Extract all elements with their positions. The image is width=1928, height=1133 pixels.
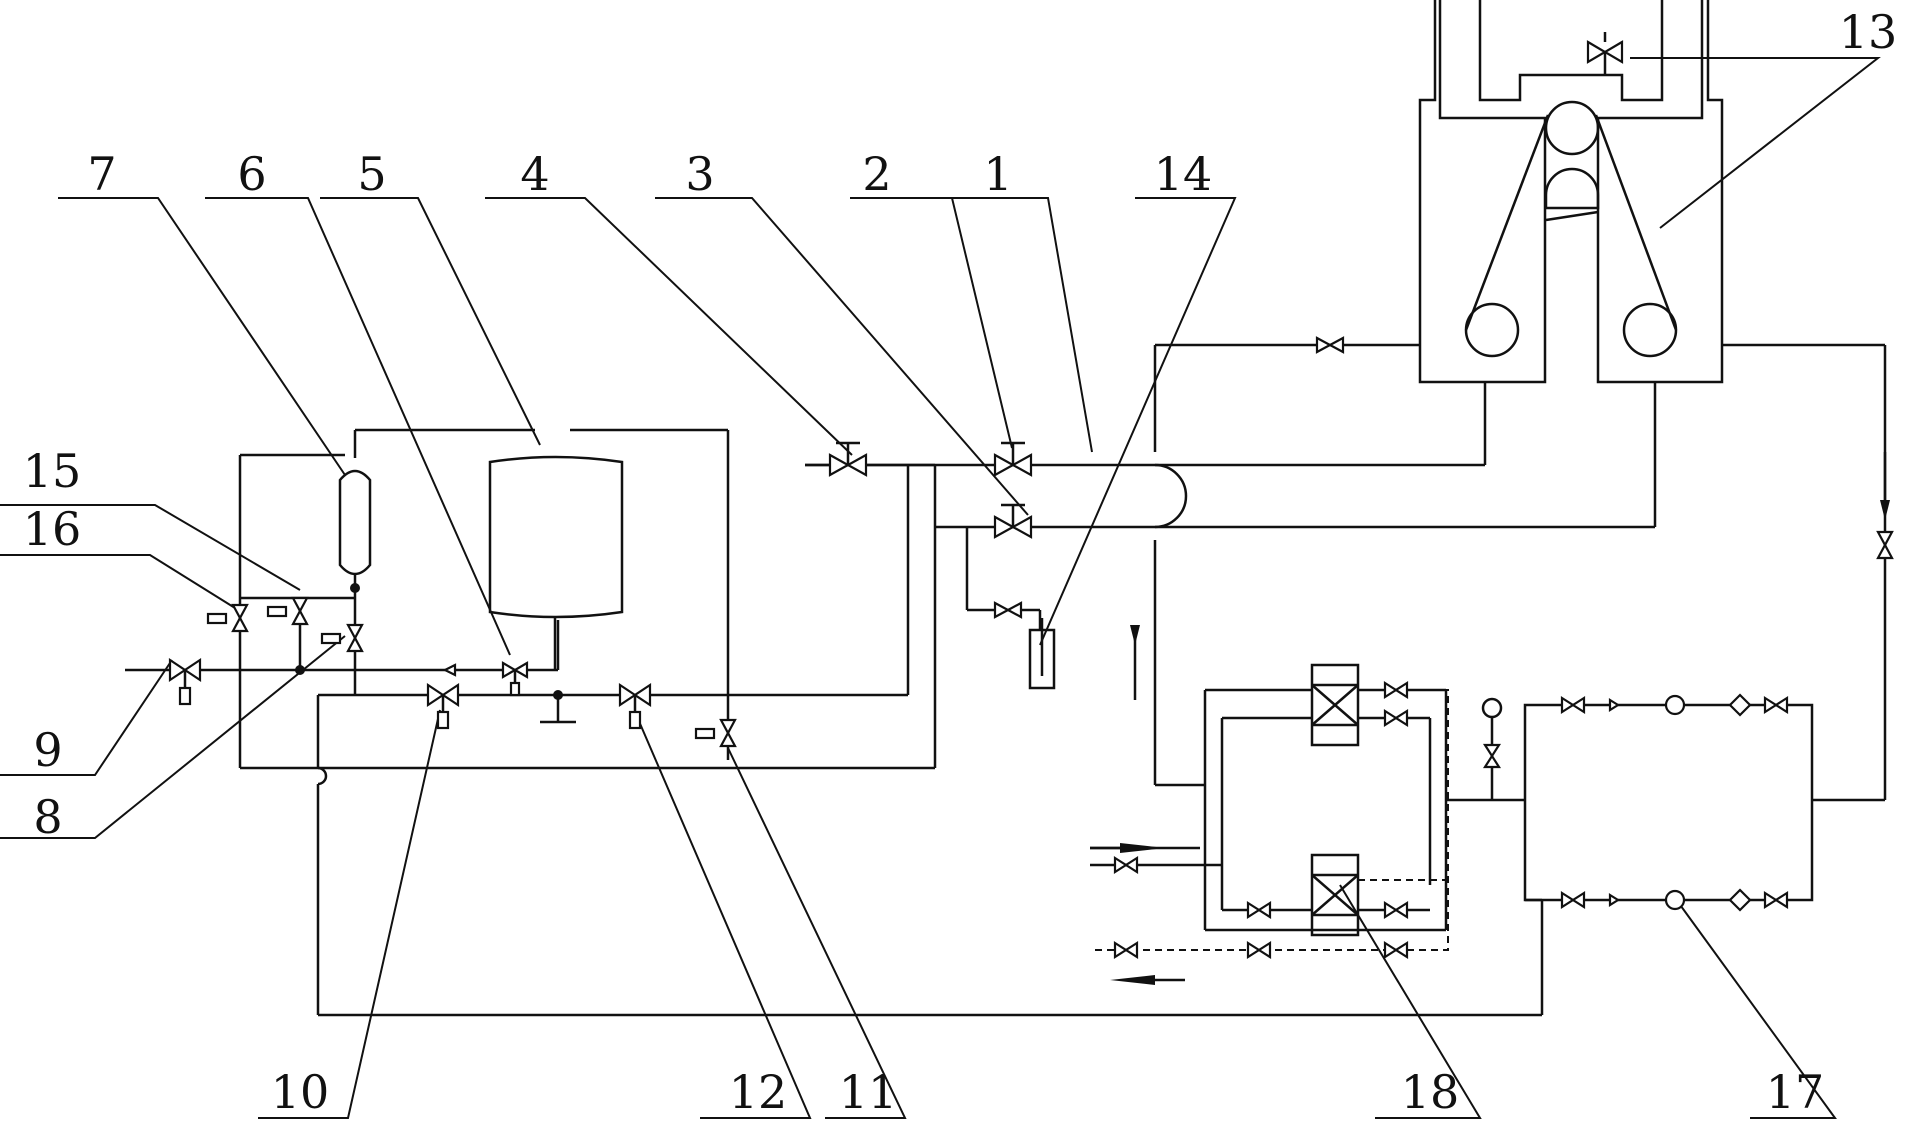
vessel-13 bbox=[1418, 0, 1724, 384]
label-9: 9 bbox=[33, 723, 62, 777]
label-18: 18 bbox=[1401, 1065, 1460, 1119]
leader-18 bbox=[1339, 884, 1482, 1119]
label-3: 3 bbox=[685, 147, 714, 201]
exchanger-18 bbox=[1090, 452, 1890, 985]
leader-9 bbox=[0, 659, 173, 776]
valves bbox=[168, 336, 1894, 748]
label-6: 6 bbox=[237, 147, 266, 201]
labels: 7 6 5 4 3 2 1 14 13 15 16 9 8 10 12 11 1… bbox=[23, 5, 1898, 1119]
label-13: 13 bbox=[1839, 5, 1898, 59]
leader-11 bbox=[727, 747, 907, 1119]
leader-4 bbox=[485, 197, 853, 456]
label-14: 14 bbox=[1154, 147, 1213, 201]
piping bbox=[125, 343, 1887, 1017]
label-10: 10 bbox=[271, 1065, 330, 1119]
label-2: 2 bbox=[862, 147, 891, 201]
label-16: 16 bbox=[23, 502, 82, 556]
leader-10 bbox=[258, 709, 441, 1119]
leader-15 bbox=[0, 504, 301, 591]
leader-1 bbox=[950, 197, 1093, 453]
label-12: 12 bbox=[729, 1065, 788, 1119]
leader-16 bbox=[0, 554, 236, 609]
leader-13 bbox=[1630, 57, 1881, 229]
label-1: 1 bbox=[983, 147, 1012, 201]
label-8: 8 bbox=[33, 790, 62, 844]
label-17: 17 bbox=[1766, 1065, 1825, 1119]
label-7: 7 bbox=[87, 147, 116, 201]
leader-lines bbox=[0, 57, 1881, 1119]
leader-8 bbox=[0, 635, 346, 839]
leader-2 bbox=[850, 197, 1013, 449]
leader-12 bbox=[634, 711, 812, 1119]
pump-17 bbox=[1523, 693, 1814, 912]
leader-17 bbox=[1677, 901, 1837, 1119]
label-11: 11 bbox=[839, 1065, 898, 1119]
leader-6 bbox=[205, 197, 511, 656]
label-5: 5 bbox=[357, 147, 386, 201]
left-equipment bbox=[295, 455, 1056, 700]
label-4: 4 bbox=[520, 147, 549, 201]
leader-5 bbox=[320, 197, 541, 446]
leader-3 bbox=[655, 197, 1029, 516]
leader-7 bbox=[58, 197, 346, 476]
label-15: 15 bbox=[23, 444, 82, 498]
leader-14 bbox=[1039, 197, 1237, 646]
